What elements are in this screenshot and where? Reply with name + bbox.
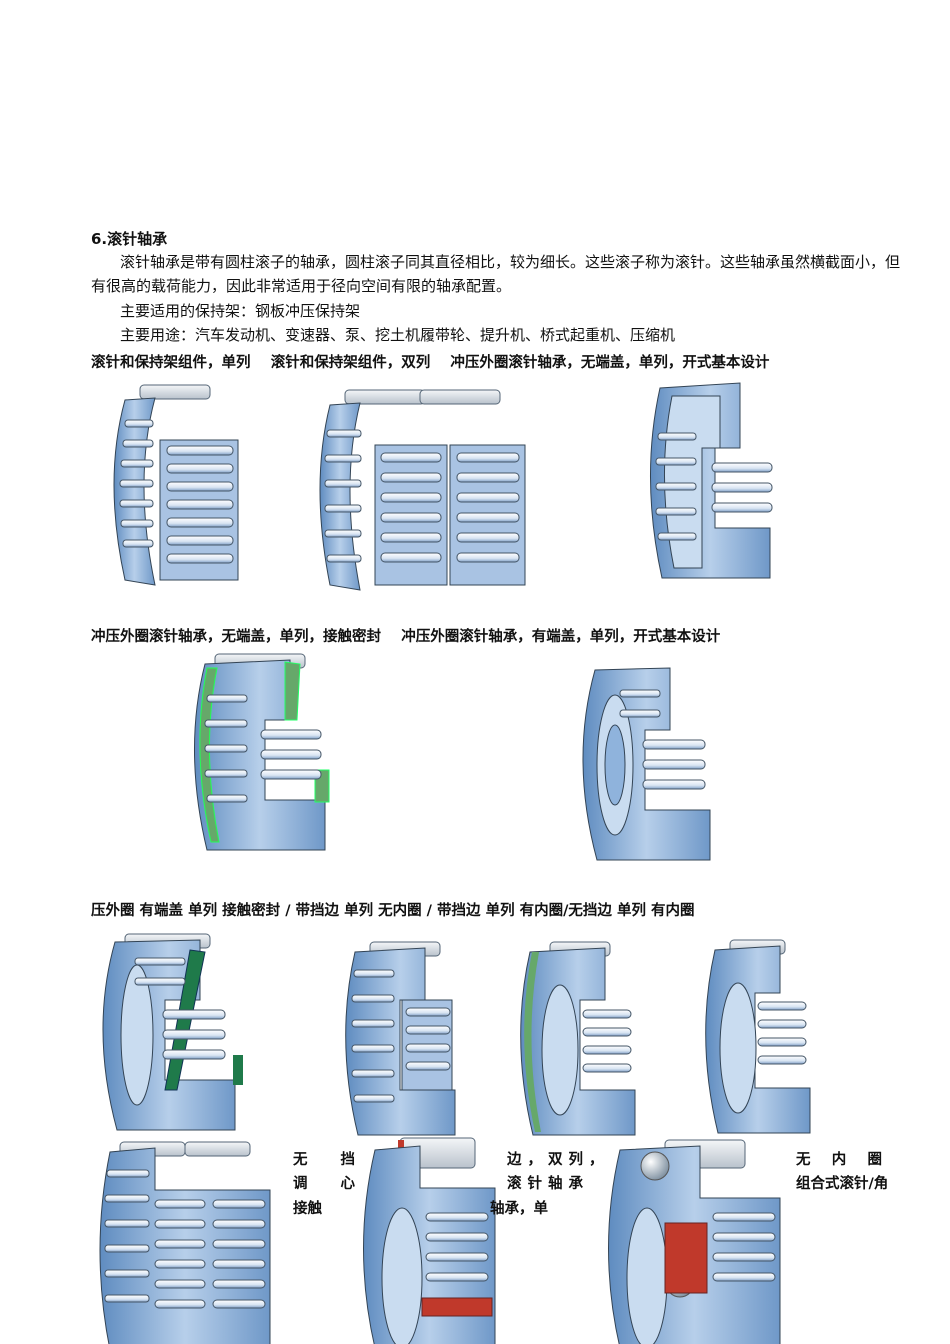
caption-fragment: 内: [831, 1152, 847, 1168]
bearing-image-drawn-cup-closed-end: [582, 667, 711, 861]
caption-fragment: 心: [340, 1176, 356, 1192]
bearing-image-cage-single: [113, 384, 239, 586]
caption-row-2: 冲压外圈滚针轴承，无端盖，单列，接触密封 冲压外圈滚针轴承，有端盖，单列，开式基…: [91, 629, 721, 645]
caption-row-4-d: 无 内 圈: [796, 1148, 882, 1169]
caption-row-4-c2: 轴承，单: [490, 1201, 548, 1217]
caption-fragment: 调: [293, 1176, 308, 1192]
caption-row-4-a2: 边，双列，: [507, 1152, 610, 1168]
intro-paragraph: 滚针轴承是带有圆柱滚子的轴承，圆柱滚子同其直径相比，较为细长。这些滚子称为滚针。…: [91, 253, 901, 295]
caption-row-4-b2: 滚针轴承: [507, 1176, 589, 1192]
caption-row-4-c1: 接触: [293, 1201, 322, 1217]
cage-type-paragraph: 主要适用的保持架：钢板冲压保持架: [120, 302, 361, 320]
bearing-image-flanged-no-inner: [345, 941, 456, 1136]
bearing-image-flanged-with-inner: [520, 941, 636, 1136]
bearing-image-drawn-cup-open: [650, 382, 773, 579]
caption-row-3: 压外圈 有端盖 单列 接触密封 / 带挡边 单列 无内圈 / 带挡边 单列 有内…: [91, 903, 695, 919]
applications-paragraph: 主要用途：汽车发动机、变速器、泵、挖土机履带轮、提升机、桥式起重机、压缩机: [120, 326, 676, 344]
bearing-image-closed-end-sealed: [102, 933, 243, 1131]
bearing-image-needle-angular-contact: [608, 1139, 781, 1344]
caption-fragment: 无: [293, 1152, 308, 1168]
bearing-image-no-flange-with-inner: [705, 939, 811, 1134]
caption-fragment: 圈: [867, 1152, 883, 1168]
bearing-image-drawn-cup-sealed: [194, 653, 330, 851]
bearing-image-no-flange-double: [99, 1141, 271, 1344]
caption-row-4-e: 组合式滚针/角: [796, 1176, 889, 1192]
caption-row-4-b1: 调 心: [293, 1172, 355, 1193]
bearing-image-alignment-needle: [363, 1137, 496, 1344]
bearing-image-cage-double: [319, 389, 526, 591]
caption-row-4-a1: 无 挡: [293, 1148, 355, 1169]
caption-row-1: 滚针和保持架组件，单列 滚针和保持架组件，双列 冲压外圈滚针轴承，无端盖，单列，…: [91, 355, 770, 371]
caption-fragment: 挡: [340, 1152, 356, 1168]
section-title: 6.滚针轴承: [91, 230, 168, 248]
caption-fragment: 无: [796, 1152, 811, 1168]
